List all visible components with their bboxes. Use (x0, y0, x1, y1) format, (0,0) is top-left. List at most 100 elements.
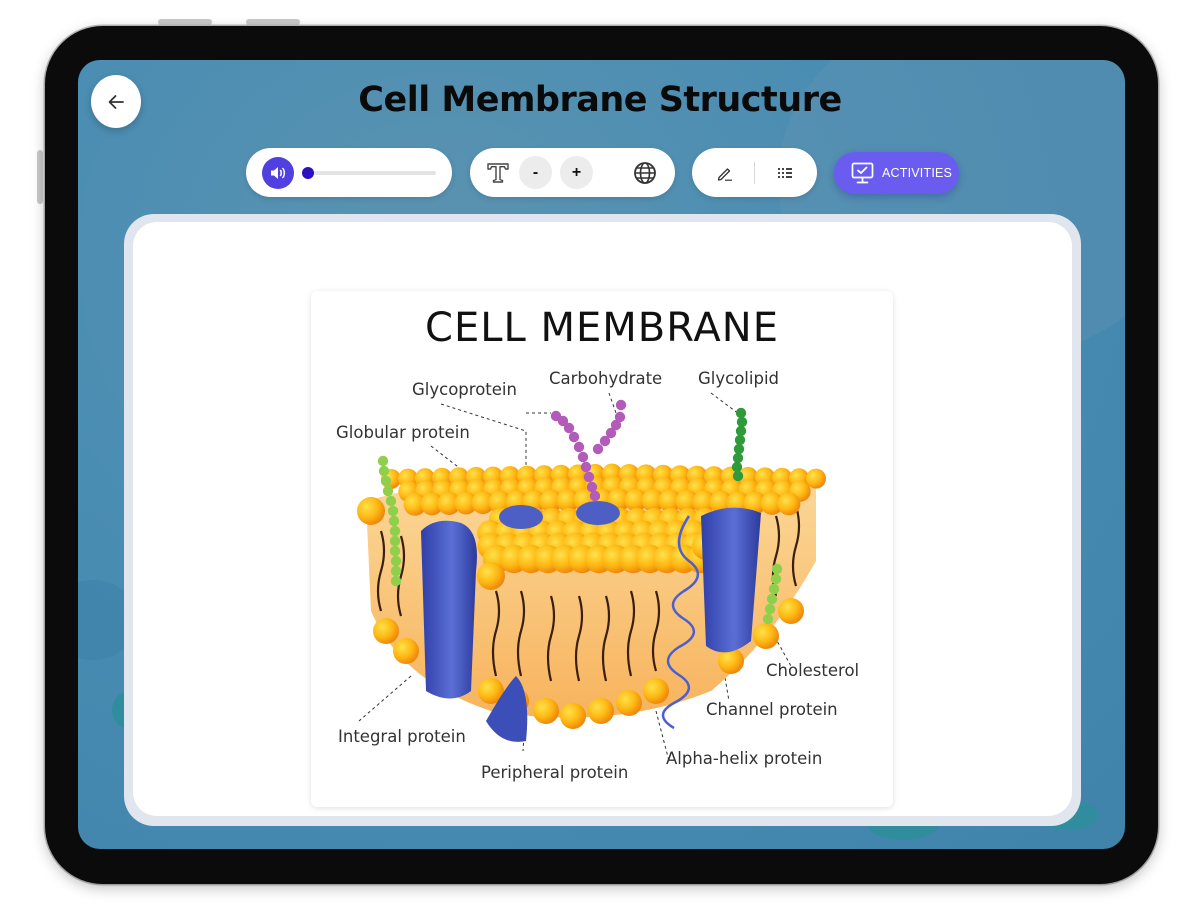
phospholipid-head (533, 698, 559, 724)
cholesterol-chain-bead (762, 613, 774, 625)
activities-button[interactable]: ACTIVITIES (834, 152, 959, 194)
text-tools: - + (470, 148, 675, 197)
cholesterol-chain-bead (382, 485, 394, 497)
annotation-tools (692, 148, 817, 197)
carbohydrate-chain-bead (577, 451, 589, 463)
phospholipid-head (373, 618, 399, 644)
phospholipid-head (692, 490, 716, 514)
alpha-helix-protein (661, 515, 699, 730)
glycolipid-chain-bead (732, 470, 744, 482)
cholesterol-chain-bead (390, 565, 402, 577)
pen-tool-button[interactable] (714, 162, 736, 184)
label-globular-protein: Globular protein (336, 423, 470, 442)
cholesterol-chain-bead (378, 465, 390, 477)
phospholipid-head (357, 497, 385, 525)
phospholipid-head (488, 490, 512, 514)
carbohydrate-chain (550, 399, 627, 502)
label-alpha-helix-protein: Alpha-helix protein (666, 749, 823, 768)
cholesterol-chain-bead (389, 545, 401, 557)
cholesterol-chain-bead (770, 573, 782, 585)
label-carbohydrate: Carbohydrate (549, 369, 663, 388)
monitor-check-icon (851, 162, 874, 184)
peripheral-protein (486, 676, 528, 742)
carbohydrate-chain-bead (610, 419, 622, 431)
phospholipid-head (539, 489, 563, 513)
font-style-button[interactable] (484, 160, 512, 186)
phospholipid-head (616, 690, 642, 716)
channel-protein (701, 507, 761, 653)
globular-protein (576, 501, 620, 525)
globe-icon (634, 162, 656, 184)
glycolipid-chain-bead (736, 416, 748, 428)
carbohydrate-chain-bead (568, 431, 580, 443)
decrease-font-button[interactable]: - (519, 156, 552, 189)
phospholipid-head (743, 491, 767, 515)
phospholipid-head (778, 598, 804, 624)
phospholipid-head (718, 648, 744, 674)
language-button[interactable] (632, 160, 658, 186)
cholesterol-chain-bead (771, 563, 783, 575)
cholesterol-chain-bead (385, 495, 397, 507)
cholesterol-chain-bead (390, 575, 402, 587)
arrow-left-icon (108, 94, 124, 109)
carbohydrate-chain-bead (589, 490, 601, 502)
toolbar-divider (754, 162, 755, 184)
glycolipid-chain-bead (732, 452, 744, 464)
glycolipid-chain-bead (735, 425, 747, 437)
label-glycoprotein: Glycoprotein (412, 380, 517, 399)
carbohydrate-chain-bead (592, 443, 604, 455)
membrane-illustration (357, 392, 826, 762)
audio-player (246, 148, 452, 197)
cholesterol-chain-bead (377, 455, 389, 467)
carbohydrate-chain-bead (586, 481, 598, 493)
glycolipid-chain-bead (734, 434, 746, 446)
page-title: Cell Membrane Structure (358, 80, 842, 120)
diagram-title: CELL MEMBRANE (425, 305, 779, 351)
list-icon (778, 168, 792, 178)
cholesterol-chain-bead (387, 505, 399, 517)
cholesterol-chain (762, 563, 783, 625)
label-channel-protein: Channel protein (706, 700, 838, 719)
label-glycolipid: Glycolipid (698, 369, 780, 388)
back-button[interactable] (91, 75, 141, 128)
phospholipid-head (556, 489, 580, 512)
list-view-button[interactable] (774, 162, 796, 184)
phospholipid-head (478, 678, 504, 704)
play-audio-button[interactable] (262, 157, 294, 189)
carbohydrate-chain-bead (599, 435, 611, 447)
cholesterol-chain-bead (389, 535, 401, 547)
phospholipid-head (420, 492, 444, 516)
phospholipid-head (643, 678, 669, 704)
volume-down-hardware-button (246, 19, 300, 25)
phospholipid-head (624, 488, 648, 512)
carbohydrate-chain-bead (614, 411, 626, 423)
audio-progress-thumb[interactable] (302, 167, 314, 179)
carbohydrate-chain-bead (563, 422, 575, 434)
carbohydrate-chain-bead (580, 461, 592, 473)
label-peripheral-protein: Peripheral protein (481, 763, 629, 782)
carbohydrate-chain-bead (573, 441, 585, 453)
phospholipid-head (658, 489, 682, 513)
cholesterol-chain-bead (766, 593, 778, 605)
phospholipid-head (588, 698, 614, 724)
carbohydrate-chain-bead (615, 399, 627, 411)
cholesterol-chain-bead (764, 603, 776, 615)
phospholipid-head (471, 491, 495, 515)
increase-font-button[interactable]: + (560, 156, 593, 189)
audio-progress-track[interactable] (302, 167, 436, 179)
glycolipid-chain (731, 407, 748, 482)
carbohydrate-chain-bead (605, 427, 617, 439)
cholesterol-chain-bead (389, 525, 401, 537)
cholesterol-chain (377, 455, 402, 587)
speaker-icon (271, 167, 286, 179)
phospholipid-head (806, 468, 826, 489)
globular-protein (499, 505, 543, 529)
phospholipid-head (393, 638, 419, 664)
pencil-icon (717, 168, 732, 181)
phospholipid-head (403, 493, 427, 516)
label-integral-protein: Integral protein (338, 727, 466, 746)
activities-label: ACTIVITIES (882, 166, 953, 180)
label-cholesterol: Cholesterol (766, 661, 860, 680)
carbohydrate-chain-bead (583, 471, 595, 483)
phospholipid-head (560, 703, 586, 729)
